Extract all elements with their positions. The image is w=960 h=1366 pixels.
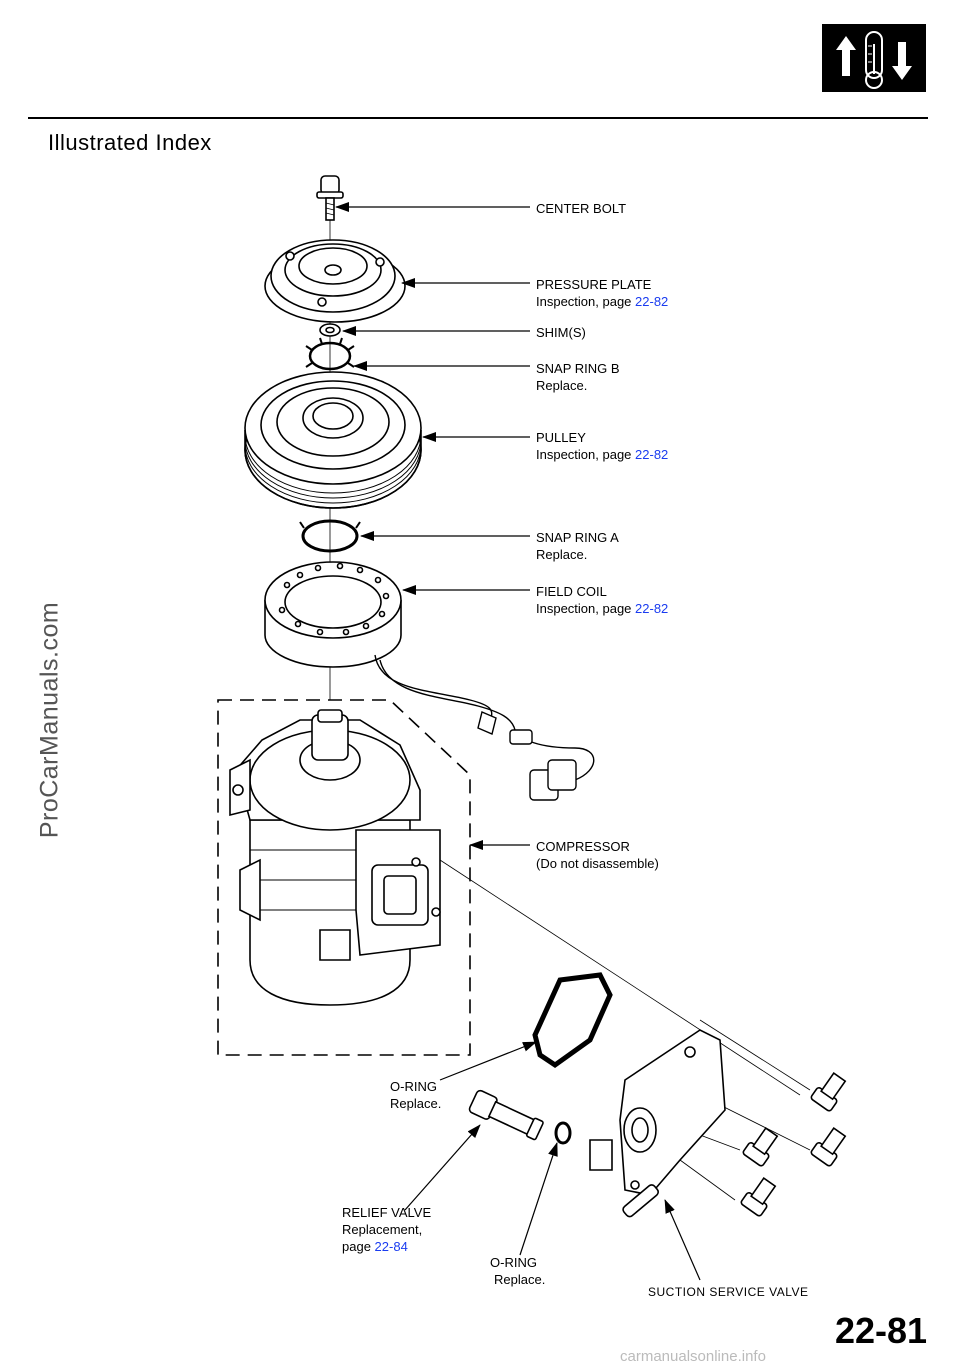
leader-o-ring-small <box>519 1142 558 1256</box>
small-o-ring-part <box>554 1121 572 1145</box>
label-relief-valve: RELIEF VALVE Replacement, page 22-84 <box>342 1205 432 1254</box>
label-snap-ring-a: SNAP RING A Replace. <box>536 530 619 562</box>
compressor-part <box>229 709 441 1006</box>
page-title: Illustrated Index <box>48 130 212 155</box>
page-number: 22-81 <box>835 1310 928 1351</box>
field-coil-page-link[interactable]: 22-82 <box>635 601 669 616</box>
gasket-o-ring-part <box>532 972 613 1069</box>
leader-relief-valve <box>404 1124 481 1211</box>
label-pulley: PULLEY Inspection, page 22-82 <box>536 430 669 462</box>
label-pressure-plate: PRESSURE PLATE Inspection, page 22-82 <box>536 277 669 309</box>
snap-ring-b-part <box>305 337 355 371</box>
relief-valve-page-link[interactable]: 22-84 <box>374 1239 408 1254</box>
valve-bolts <box>740 1072 847 1217</box>
header-rule <box>28 117 928 119</box>
temperature-up-down-icon[interactable] <box>822 24 926 92</box>
compressor-dashed-outline <box>217 699 471 1056</box>
relief-valve-part <box>468 1089 544 1141</box>
suction-service-valve-part <box>589 1029 726 1218</box>
footer-watermark: carmanualsonline.info <box>620 1348 766 1365</box>
pulley-part <box>244 371 422 509</box>
field-coil-wire <box>374 654 595 801</box>
leader-o-ring-gasket <box>439 1041 537 1081</box>
leader-suction-service-valve <box>664 1199 701 1281</box>
center-bolt-part <box>316 175 344 221</box>
label-compressor: COMPRESSOR (Do not disassemble) <box>536 839 659 871</box>
label-field-coil: FIELD COIL Inspection, page 22-82 <box>536 584 669 616</box>
label-center-bolt: CENTER BOLT <box>536 201 627 216</box>
pressure-plate-part <box>264 239 406 323</box>
label-snap-ring-b: SNAP RING B Replace. <box>536 361 620 393</box>
label-o-ring-gasket: O-RING Replace. <box>390 1079 442 1111</box>
snap-ring-a-part <box>299 519 361 553</box>
pulley-page-link[interactable]: 22-82 <box>635 447 669 462</box>
label-shims: SHIM(S) <box>536 325 586 340</box>
shims-part <box>319 323 341 337</box>
field-coil-part <box>264 561 402 668</box>
pressure-plate-page-link[interactable]: 22-82 <box>635 294 669 309</box>
label-o-ring-small: O-RING Replace. <box>490 1255 546 1287</box>
label-suction-service-valve: SUCTION SERVICE VALVE <box>648 1285 809 1299</box>
